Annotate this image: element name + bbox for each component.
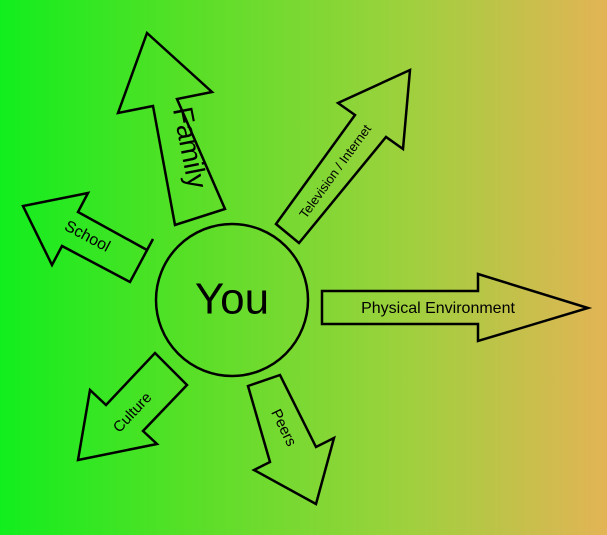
center-label: You: [195, 275, 269, 324]
arrow-culture-label: Culture: [110, 389, 155, 436]
arrow-peers: Peers: [246, 373, 336, 506]
arrow-school-shape: [21, 191, 155, 284]
arrow-school: School: [21, 191, 155, 284]
arrow-culture: Culture: [76, 351, 189, 462]
arrow-peers-shape: [246, 373, 336, 506]
arrow-family: Family: [116, 30, 227, 227]
arrow-physical-environment-shape: [320, 272, 593, 343]
arrow-physical-environment: Physical Environment: [320, 272, 593, 343]
center-circle: [154, 222, 310, 378]
arrow-television-shape: [274, 67, 412, 245]
center-node: You: [154, 222, 310, 378]
arrow-peers-label: Peers: [267, 406, 299, 449]
arrow-family-shape: [116, 30, 227, 227]
arrow-culture-shape: [76, 351, 189, 462]
arrow-television: Television / Internet: [274, 67, 412, 245]
arrow-family-label: Family: [167, 104, 213, 191]
arrow-television-label: Television / Internet: [296, 121, 374, 221]
arrow-physical-environment-label: Physical Environment: [361, 300, 515, 317]
